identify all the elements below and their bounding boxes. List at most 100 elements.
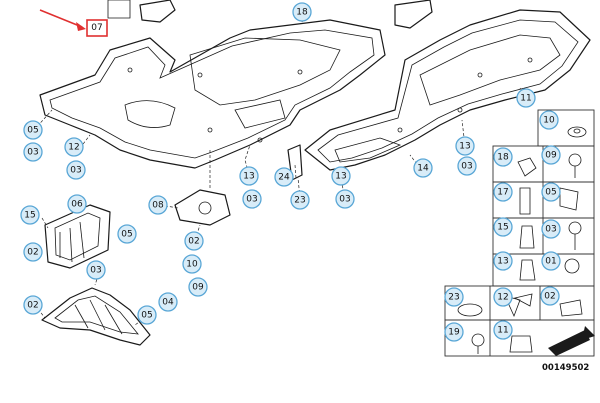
callout-12[interactable]: 12 [64, 137, 84, 157]
callout-04[interactable]: 04 [158, 292, 178, 312]
callout-23[interactable]: 23 [444, 287, 464, 307]
highlight-label: 07 [91, 23, 102, 33]
callout-05[interactable]: 05 [117, 224, 137, 244]
callout-label: 18 [296, 8, 308, 18]
callout-circle [541, 251, 561, 271]
callout-circle [539, 110, 559, 130]
callout-label: 03 [461, 162, 472, 172]
callout-05[interactable]: 05 [137, 305, 157, 325]
callout-19[interactable]: 19 [444, 322, 464, 342]
callout-label: 06 [71, 200, 83, 210]
callout-15[interactable]: 15 [20, 205, 40, 225]
callout-18[interactable]: 18 [292, 2, 312, 22]
callout-label: 04 [162, 298, 174, 308]
callout-13[interactable]: 13 [455, 136, 475, 156]
callout-11[interactable]: 11 [516, 88, 536, 108]
callout-label: 05 [121, 230, 132, 240]
callout-label: 02 [188, 237, 199, 247]
callout-label: 11 [520, 94, 531, 104]
callout-circle [66, 160, 86, 180]
callout-02[interactable]: 02 [23, 295, 43, 315]
callout-circle [493, 287, 513, 307]
callout-17[interactable]: 17 [493, 182, 513, 202]
callout-03[interactable]: 03 [86, 260, 106, 280]
bracket-24 [287, 144, 303, 181]
callout-circle [541, 145, 561, 165]
callout-label: 03 [70, 166, 81, 176]
callout-02[interactable]: 02 [540, 286, 560, 306]
callout-label: 19 [448, 328, 460, 338]
callout-14[interactable]: 14 [413, 158, 433, 178]
callout-circle [292, 2, 312, 22]
callout-circle [541, 182, 561, 202]
callout-01[interactable]: 01 [541, 251, 561, 271]
highlight-callout-07[interactable]: 07 [39, 9, 108, 37]
callout-label: 23 [294, 196, 305, 206]
callout-label: 02 [544, 292, 555, 302]
callout-label: 17 [497, 188, 508, 198]
callout-label: 10 [543, 116, 555, 126]
callout-10[interactable]: 10 [182, 254, 202, 274]
callout-05[interactable]: 05 [23, 120, 43, 140]
callout-label: 03 [246, 195, 257, 205]
callout-06[interactable]: 06 [67, 194, 87, 214]
callout-label: 13 [335, 172, 346, 182]
callout-circle [493, 217, 513, 237]
callout-18[interactable]: 18 [493, 147, 513, 167]
callout-15[interactable]: 15 [493, 217, 513, 237]
callout-03[interactable]: 03 [457, 156, 477, 176]
callout-03[interactable]: 03 [541, 219, 561, 239]
callout-circle [493, 182, 513, 202]
callout-10[interactable]: 10 [539, 110, 559, 130]
callout-02[interactable]: 02 [184, 231, 204, 251]
callout-circle [444, 322, 464, 342]
callout-label: 05 [27, 126, 38, 136]
callout-layer: 18 11 05 03 12 03 13 03 24 23 13 03 14 13 03 15 06 05 08 02… [20, 2, 561, 342]
callout-label: 08 [152, 201, 164, 211]
callout-23[interactable]: 23 [290, 190, 310, 210]
callout-label: 13 [497, 257, 508, 267]
callout-label: 03 [90, 266, 101, 276]
callout-03[interactable]: 03 [66, 160, 86, 180]
callout-circle [493, 320, 513, 340]
callout-label: 14 [417, 164, 429, 174]
callout-label: 05 [141, 311, 152, 321]
callout-circle [331, 166, 351, 186]
parts-panel [444, 109, 595, 357]
callout-label: 24 [278, 173, 290, 183]
callout-02[interactable]: 02 [23, 242, 43, 262]
callout-circle [335, 189, 355, 209]
callout-03[interactable]: 03 [335, 189, 355, 209]
callout-08[interactable]: 08 [148, 195, 168, 215]
callout-13[interactable]: 13 [239, 166, 259, 186]
callout-label: 18 [497, 153, 509, 163]
callout-05[interactable]: 05 [541, 182, 561, 202]
callout-circle [137, 305, 157, 325]
callout-label: 03 [339, 195, 350, 205]
callout-13[interactable]: 13 [493, 251, 513, 271]
callout-circle [541, 219, 561, 239]
callout-circle [457, 156, 477, 176]
callout-circle [64, 137, 84, 157]
callout-label: 05 [545, 188, 556, 198]
callout-24[interactable]: 24 [274, 167, 294, 187]
callout-circle [23, 142, 43, 162]
callout-circle [117, 224, 137, 244]
callout-circle [23, 242, 43, 262]
callout-13[interactable]: 13 [331, 166, 351, 186]
callout-03[interactable]: 03 [23, 142, 43, 162]
callout-label: 01 [545, 257, 556, 267]
callout-12[interactable]: 12 [493, 287, 513, 307]
callout-circle [413, 158, 433, 178]
callout-circle [242, 189, 262, 209]
callout-circle [493, 251, 513, 271]
callout-circle [148, 195, 168, 215]
callout-circle [67, 194, 87, 214]
callout-circle [290, 190, 310, 210]
callout-11[interactable]: 11 [493, 320, 513, 340]
callout-09[interactable]: 09 [188, 277, 208, 297]
callout-03[interactable]: 03 [242, 189, 262, 209]
callout-09[interactable]: 09 [541, 145, 561, 165]
callout-label: 13 [459, 142, 470, 152]
callout-label: 03 [27, 148, 38, 158]
